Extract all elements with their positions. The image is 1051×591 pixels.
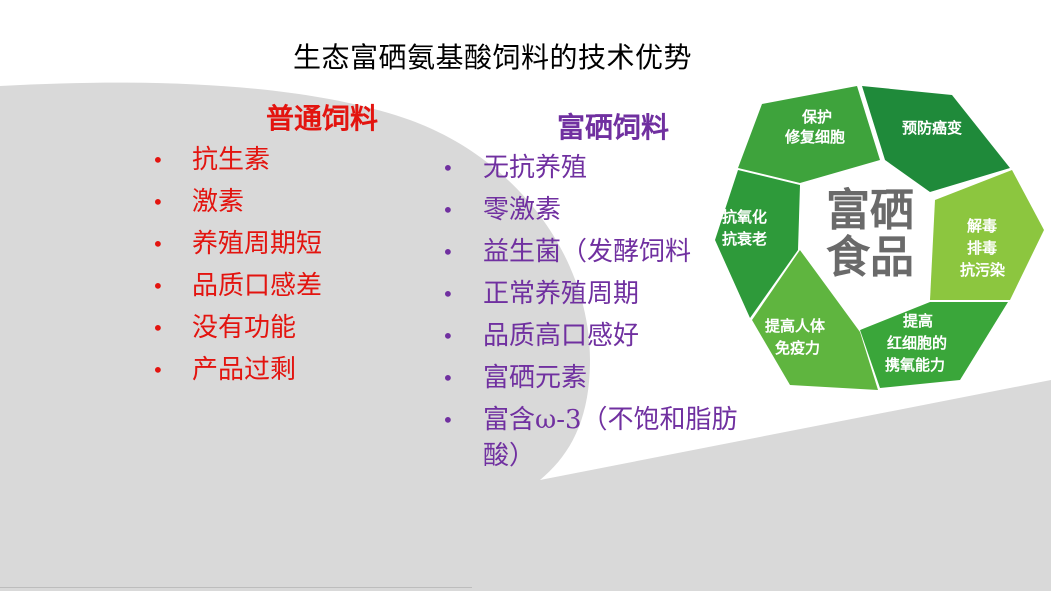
list-item: •产品过剩 bbox=[152, 349, 322, 391]
bullet-icon: • bbox=[442, 282, 454, 306]
diagram-center bbox=[800, 162, 932, 330]
segment-label: 保护 bbox=[801, 108, 832, 126]
segment-immunity bbox=[752, 250, 878, 390]
segment-label: 抗污染 bbox=[960, 261, 1006, 279]
list-item: •富硒元素 bbox=[442, 357, 768, 399]
list-item: •养殖周期短 bbox=[152, 223, 322, 265]
bullet-icon: • bbox=[152, 316, 164, 340]
list-item: •益生菌（发酵饲料 bbox=[442, 231, 768, 273]
bullet-icon: • bbox=[442, 408, 454, 432]
bullet-icon: • bbox=[152, 190, 164, 214]
segment-oxygen-capacity bbox=[860, 302, 1008, 388]
bullet-icon: • bbox=[152, 358, 164, 382]
segment-label: 免疫力 bbox=[775, 339, 820, 357]
segment-label: 抗衰老 bbox=[722, 230, 767, 248]
bullet-icon: • bbox=[152, 232, 164, 256]
bullet-icon: • bbox=[442, 366, 454, 390]
bullet-icon: • bbox=[442, 240, 454, 264]
list-item: •抗生素 bbox=[152, 139, 322, 181]
segment-prevent-cancer bbox=[862, 86, 1010, 192]
list-item: •品质口感差 bbox=[152, 265, 322, 307]
selenium-feed-list: •无抗养殖 •零激素 •益生菌（发酵饲料 •正常养殖周期 •品质高口感好 •富硒… bbox=[442, 147, 768, 474]
segment-label: 排毒 bbox=[967, 239, 997, 257]
segment-label: 解毒 bbox=[967, 217, 997, 235]
list-item: •激素 bbox=[152, 181, 322, 223]
segment-label: 提高人体 bbox=[765, 317, 826, 335]
list-item: •正常养殖周期 bbox=[442, 273, 768, 315]
selenium-feed-heading: 富硒饲料 bbox=[557, 111, 670, 144]
list-item: •无抗养殖 bbox=[442, 147, 768, 189]
segment-label: 预防癌变 bbox=[902, 119, 962, 137]
list-item: •零激素 bbox=[442, 189, 768, 231]
segment-label: 红细胞的 bbox=[887, 334, 947, 352]
segment-label: 提高 bbox=[903, 312, 933, 330]
center-label-line2: 食品 bbox=[826, 232, 914, 283]
segment-label: 修复细胞 bbox=[784, 128, 845, 146]
segment-label: 携氧能力 bbox=[885, 356, 945, 374]
segment-antioxidant bbox=[715, 170, 800, 318]
center-label-line1: 富硒 bbox=[826, 185, 914, 236]
list-item: •富含ω-3（不饱和脂肪酸） bbox=[442, 399, 768, 474]
bullet-icon: • bbox=[442, 156, 454, 180]
bullet-icon: • bbox=[442, 198, 454, 222]
list-item: •没有功能 bbox=[152, 307, 322, 349]
slide-title: 生态富硒氨基酸饲料的技术优势 bbox=[293, 41, 693, 74]
segment-protect-repair-cells bbox=[738, 86, 880, 183]
bottom-divider bbox=[0, 587, 472, 588]
ordinary-feed-heading: 普通饲料 bbox=[266, 102, 379, 135]
list-item: •品质高口感好 bbox=[442, 315, 768, 357]
bullet-icon: • bbox=[152, 148, 164, 172]
bullet-icon: • bbox=[152, 274, 164, 298]
segment-label: 抗氧化 bbox=[722, 208, 767, 226]
segment-detox-antipollution bbox=[930, 170, 1044, 300]
bullet-icon: • bbox=[442, 324, 454, 348]
ordinary-feed-list: •抗生素 •激素 •养殖周期短 •品质口感差 •没有功能 •产品过剩 bbox=[152, 139, 322, 391]
